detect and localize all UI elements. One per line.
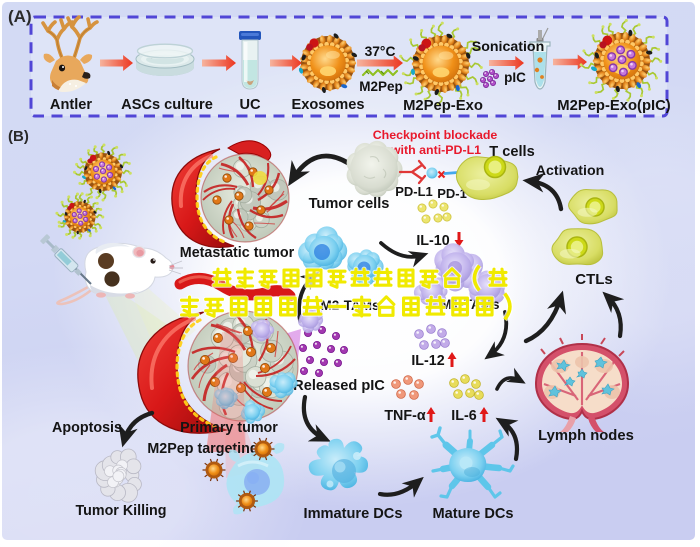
svg-text:PD-1: PD-1 — [437, 186, 467, 201]
svg-text:M2Pep targeting: M2Pep targeting — [147, 441, 258, 457]
svg-text:IL-12: IL-12 — [411, 353, 444, 369]
svg-text:with anti-PD-L1: with anti-PD-L1 — [390, 143, 481, 157]
svg-text:Mature DCs: Mature DCs — [432, 506, 513, 522]
svg-text:37°C: 37°C — [365, 44, 396, 59]
svg-text:Lymph nodes: Lymph nodes — [538, 428, 634, 444]
svg-text:Primary tumor: Primary tumor — [180, 420, 278, 436]
svg-text:UC: UC — [239, 97, 261, 113]
svg-text:TNF-α: TNF-α — [384, 408, 426, 424]
svg-text:M2Pep-Exo: M2Pep-Exo — [403, 98, 483, 114]
svg-text:M2Pep-Exo(pIC): M2Pep-Exo(pIC) — [557, 98, 671, 114]
svg-text:IL-6: IL-6 — [451, 408, 476, 424]
svg-text:T cells: T cells — [489, 144, 534, 160]
svg-text:Apoptosis: Apoptosis — [52, 420, 122, 436]
svg-text:Checkpoint blockade: Checkpoint blockade — [373, 128, 498, 142]
svg-text:Sonication: Sonication — [472, 39, 545, 55]
svg-text:CTLs: CTLs — [575, 271, 613, 288]
svg-text:Exosomes: Exosomes — [291, 97, 364, 113]
svg-text:Released pIC: Released pIC — [293, 378, 385, 394]
svg-text:(A): (A) — [8, 7, 32, 26]
svg-text:Metastatic tumor: Metastatic tumor — [180, 245, 295, 261]
svg-text:Activation: Activation — [536, 163, 605, 179]
svg-text:Tumor Killing: Tumor Killing — [75, 503, 166, 519]
svg-text:ASCs culture: ASCs culture — [121, 97, 213, 113]
svg-text:(B): (B) — [8, 128, 29, 145]
svg-text:Antler: Antler — [50, 97, 92, 113]
svg-text:PD-L1: PD-L1 — [395, 184, 433, 199]
svg-text:Immature DCs: Immature DCs — [304, 506, 403, 522]
svg-text:pIC: pIC — [504, 70, 526, 85]
svg-text:IL-10: IL-10 — [416, 233, 449, 249]
svg-text:M2Pep: M2Pep — [359, 79, 403, 94]
svg-text:Tumor cells: Tumor cells — [309, 196, 390, 212]
